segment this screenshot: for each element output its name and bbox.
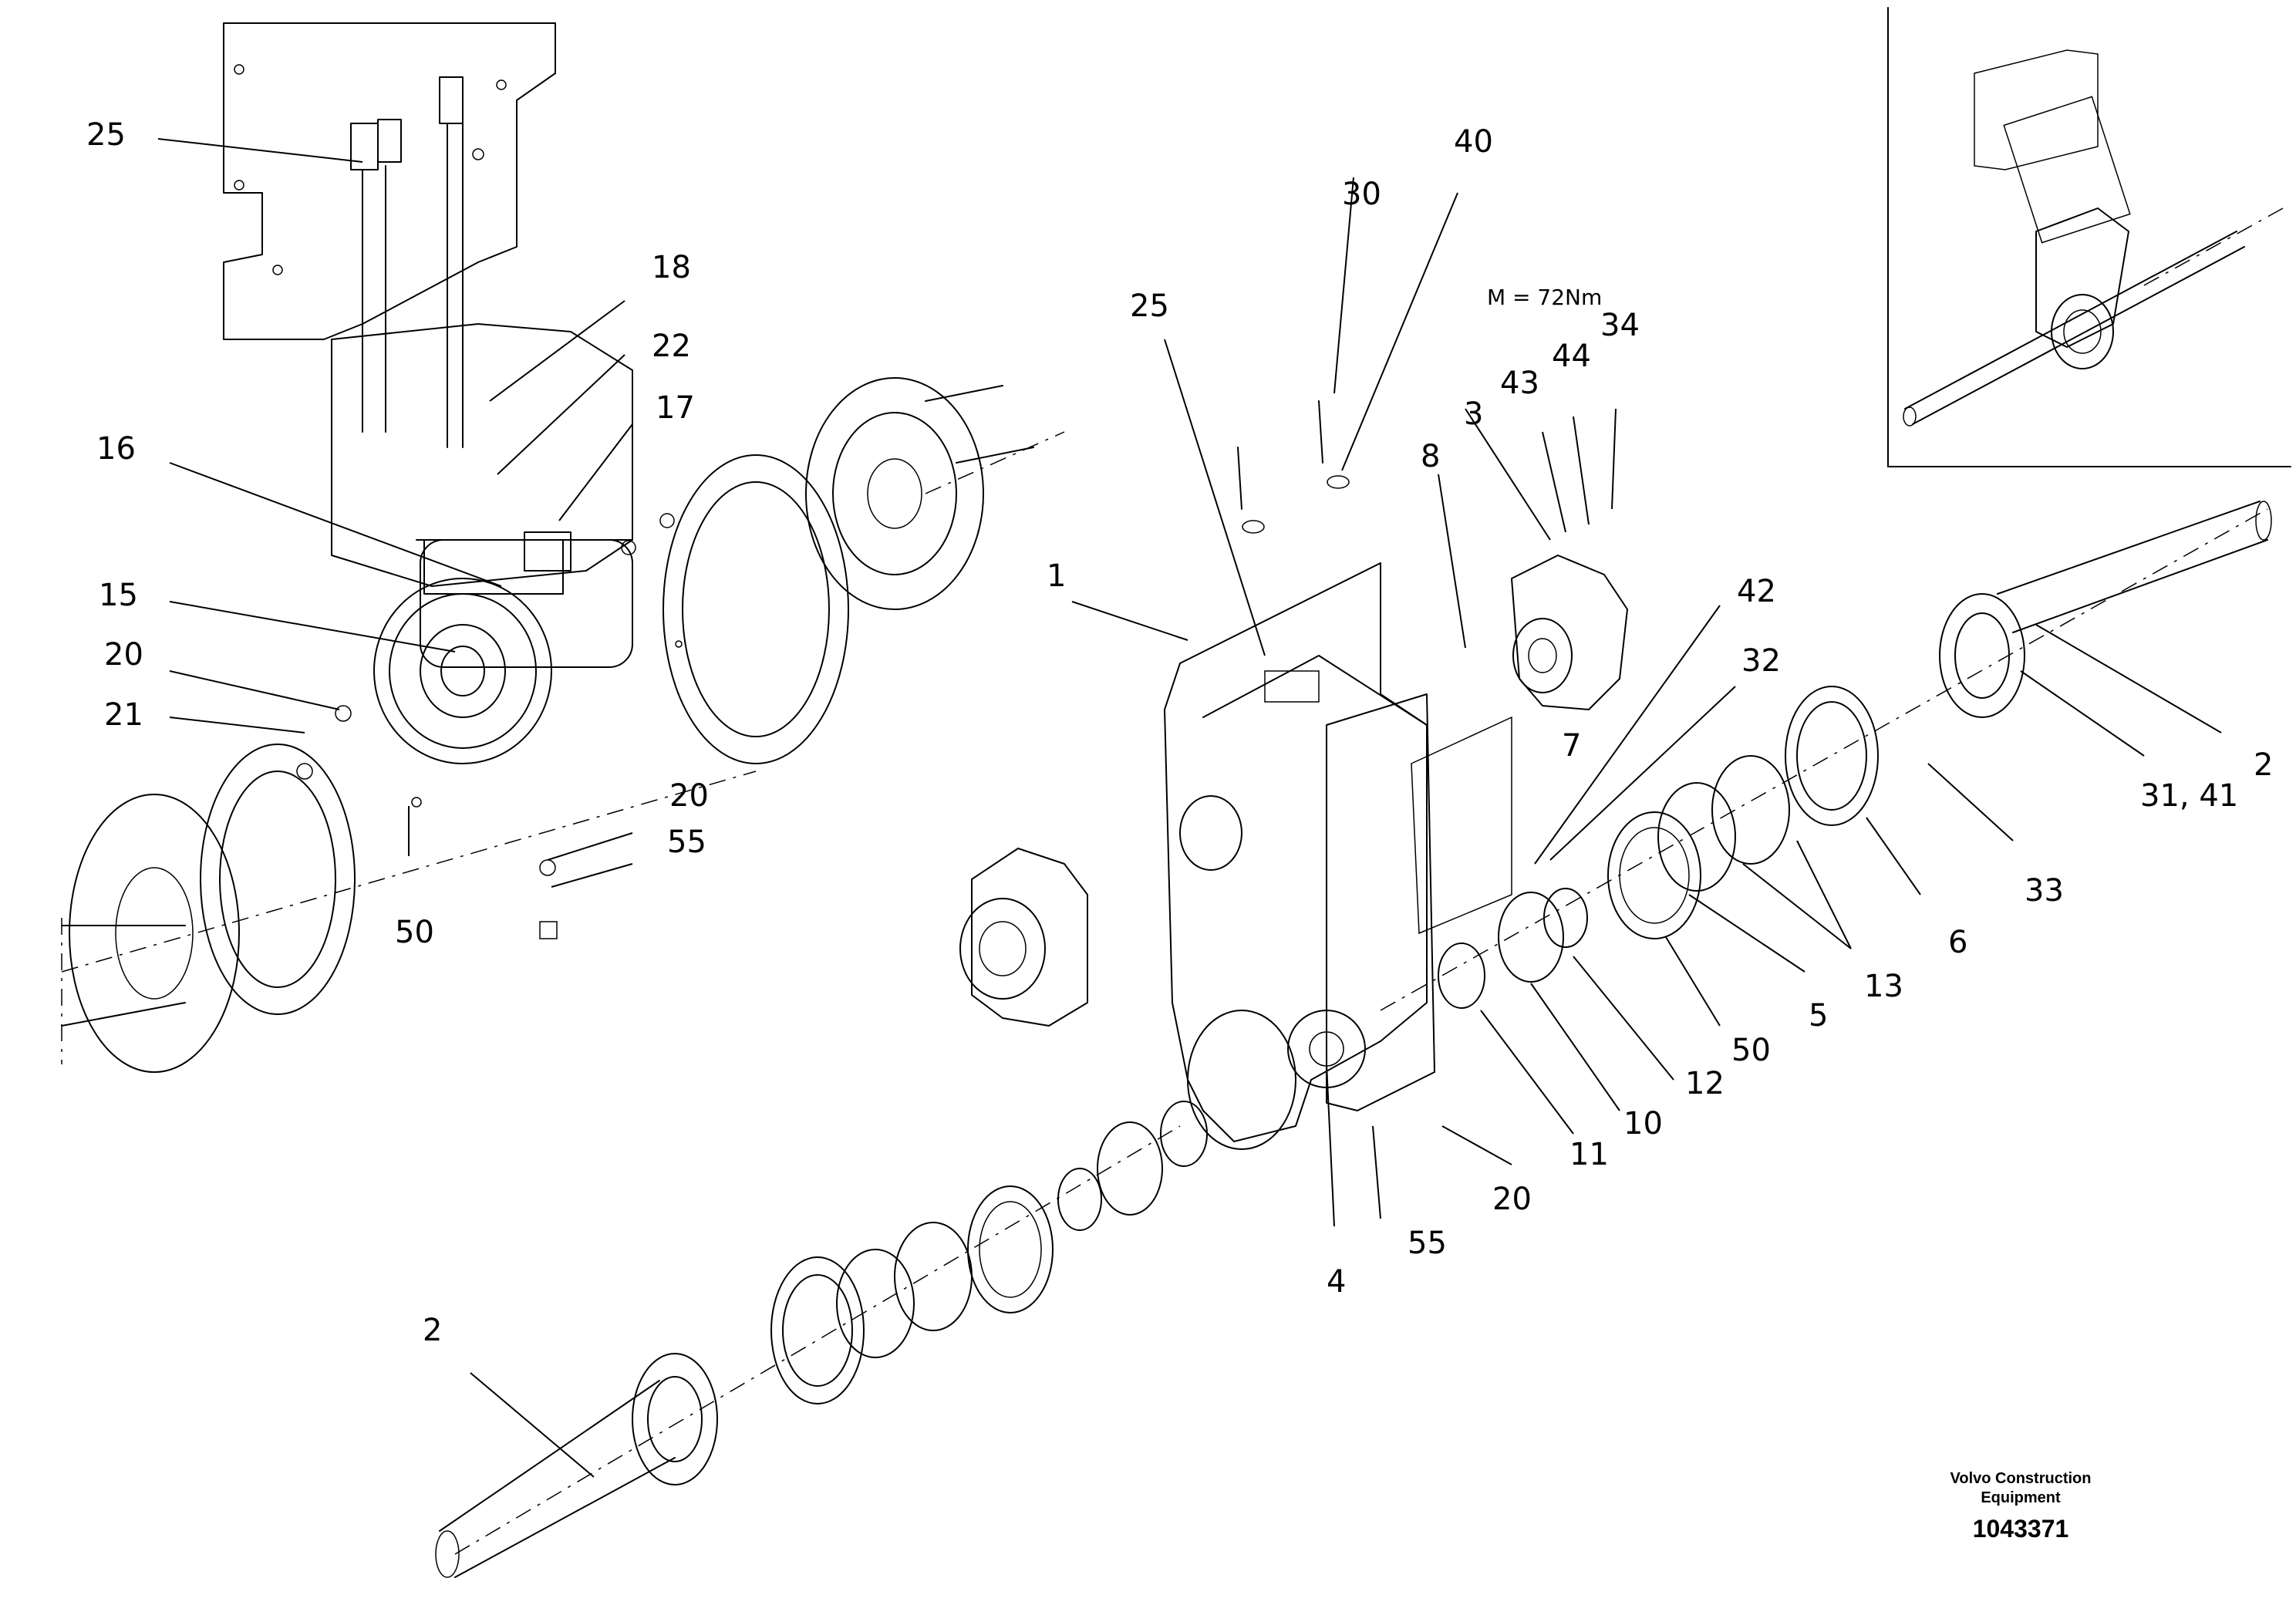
part-label-20: 20 xyxy=(1492,1182,1532,1217)
part-label-4: 4 xyxy=(1327,1264,1346,1300)
part-label-31-41: 31, 41 xyxy=(2140,778,2238,814)
part-label-25: 25 xyxy=(86,117,126,153)
part-label-43: 43 xyxy=(1500,366,1539,401)
part-label-40: 40 xyxy=(1454,124,1493,160)
part-number-labels: 25 18 22 17 16 15 20 21 20 55 50 30 40 2… xyxy=(86,117,2273,1348)
part-label-55: 55 xyxy=(667,824,706,860)
part-label-10: 10 xyxy=(1623,1106,1663,1141)
document-number: 1043371 xyxy=(1973,1515,2069,1543)
part-label-2: 2 xyxy=(423,1313,442,1348)
part-label-42: 42 xyxy=(1737,574,1776,609)
leader-lines xyxy=(157,138,2222,1478)
assembly-overview-inset xyxy=(1887,7,2291,467)
part-label-17: 17 xyxy=(656,390,695,426)
part-label-34: 34 xyxy=(1600,308,1640,343)
right-shaft-assembly xyxy=(1380,501,2272,1011)
hydraulic-motor-left xyxy=(959,848,1088,1027)
left-gearbox-assembly xyxy=(61,22,1065,1073)
part-label-8: 8 xyxy=(1421,439,1440,474)
central-chain-case xyxy=(1164,400,1512,1150)
part-label-21: 21 xyxy=(104,697,143,733)
part-label-2: 2 xyxy=(2254,747,2273,783)
part-label-50: 50 xyxy=(1731,1033,1771,1068)
part-label-22: 22 xyxy=(652,329,691,364)
torque-note: M = 72Nm xyxy=(1487,285,1602,310)
part-label-20: 20 xyxy=(104,637,143,673)
part-label-30: 30 xyxy=(1342,177,1381,212)
part-label-18: 18 xyxy=(652,250,691,285)
part-label-12: 12 xyxy=(1685,1066,1725,1101)
hydraulic-motor-right xyxy=(1511,555,1628,710)
part-label-6: 6 xyxy=(1948,925,1967,960)
part-label-5: 5 xyxy=(1809,998,1828,1034)
part-label-33: 33 xyxy=(2025,873,2064,909)
part-label-3: 3 xyxy=(1464,396,1483,432)
part-label-1: 1 xyxy=(1047,558,1066,594)
part-label-44: 44 xyxy=(1552,339,1591,374)
part-label-20: 20 xyxy=(669,778,709,814)
part-label-7: 7 xyxy=(1562,728,1581,764)
part-label-13: 13 xyxy=(1864,969,1903,1004)
part-label-15: 15 xyxy=(99,578,138,613)
part-label-50: 50 xyxy=(395,915,434,950)
manufacturer-name-line2: Equipment xyxy=(1981,1489,2061,1506)
title-block: Volvo Construction Equipment 1043371 xyxy=(1950,1470,2092,1543)
part-label-55: 55 xyxy=(1408,1226,1447,1261)
bottom-shaft-assembly xyxy=(435,1101,1208,1578)
manufacturer-name: Volvo Construction xyxy=(1950,1470,2092,1487)
part-label-32: 32 xyxy=(1741,643,1781,679)
part-label-11: 11 xyxy=(1569,1137,1609,1172)
part-label-25: 25 xyxy=(1130,288,1169,324)
part-label-16: 16 xyxy=(96,431,136,467)
